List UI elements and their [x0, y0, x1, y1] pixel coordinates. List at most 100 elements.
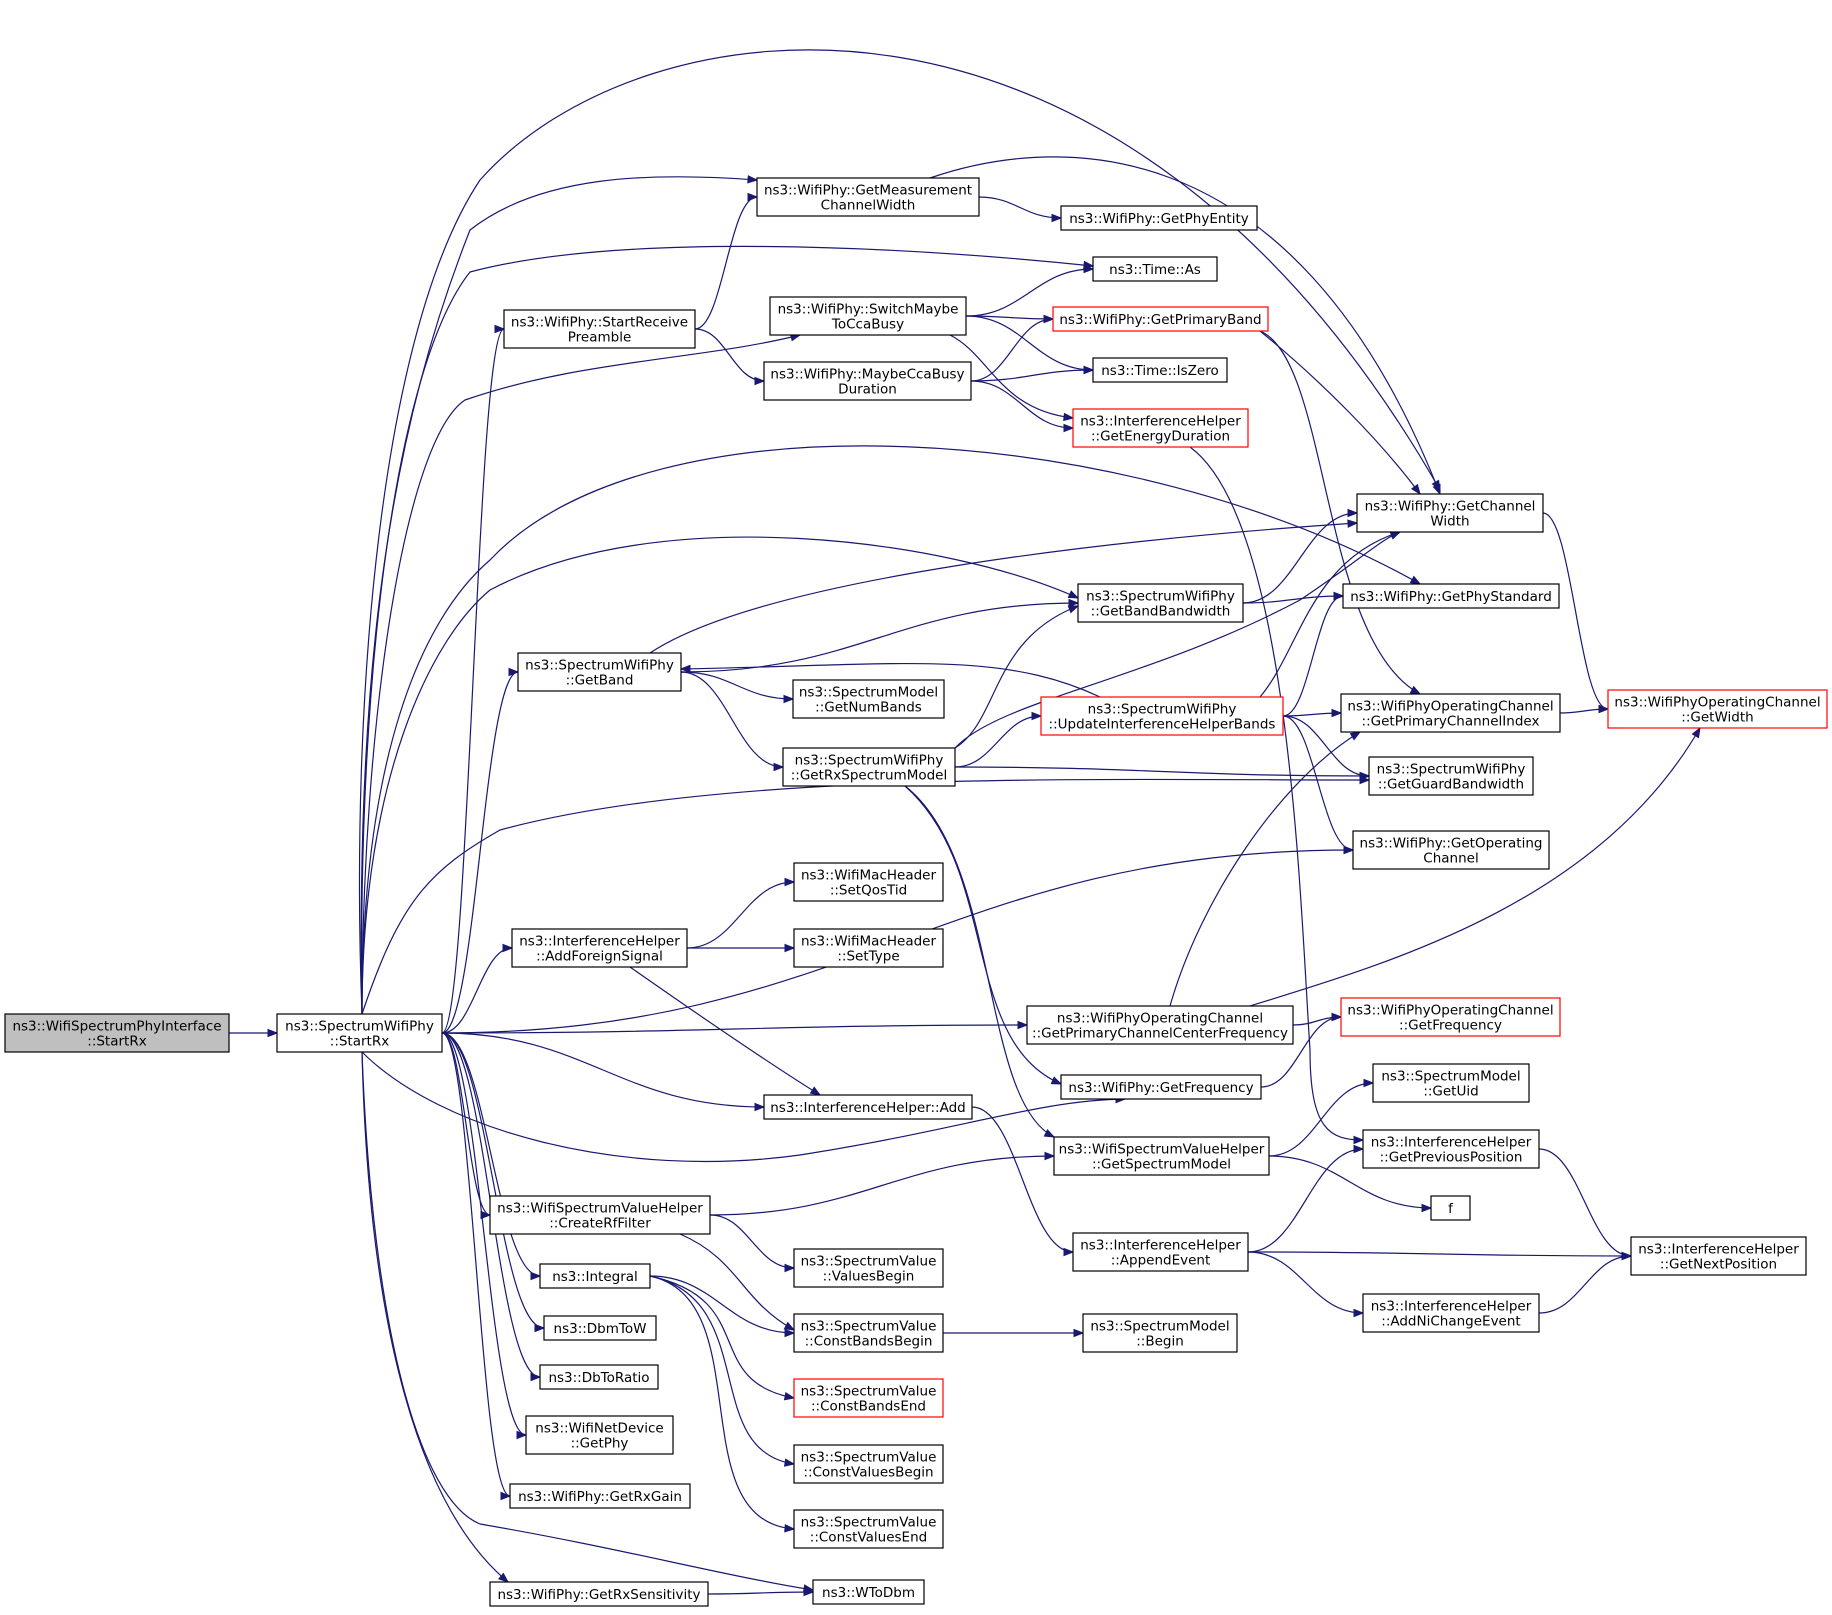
node-swp-getband[interactable]: ns3::SpectrumWifiPhy::GetBand: [517, 652, 682, 692]
node-box: [509, 1483, 691, 1509]
arrowhead: [530, 1372, 542, 1382]
node-box: [763, 1094, 973, 1120]
node-label: ns3::WifiPhyOperatingChannel: [1614, 695, 1820, 711]
node-wp-getphyentity[interactable]: ns3::WifiPhy::GetPhyEntity: [1060, 205, 1258, 231]
node-swp-startrx[interactable]: ns3::SpectrumWifiPhy::StartRx: [276, 1013, 443, 1053]
node-swp-updateinterference[interactable]: ns3::SpectrumWifiPhy::UpdateInterference…: [1040, 696, 1284, 736]
node-sv-constvaluesbegin[interactable]: ns3::SpectrumValue::ConstValuesBegin: [793, 1444, 944, 1484]
node-sm-getuid[interactable]: ns3::SpectrumModel::GetUid: [1372, 1063, 1530, 1103]
edge-swp_updateinterference-to-wp_getchannelwidth: [1259, 530, 1402, 698]
node-box: [503, 309, 696, 349]
arrowhead: [1043, 314, 1055, 324]
node-wsvh-getspectrummodel[interactable]: ns3::WifiSpectrumValueHelper::GetSpectru…: [1053, 1136, 1270, 1176]
node-label: ns3::SpectrumWifiPhy: [285, 1019, 434, 1035]
node-sv-constbandsend[interactable]: ns3::SpectrumValue::ConstBandsEnd: [793, 1378, 944, 1418]
node-ih-getpreviousposition[interactable]: ns3::InterferenceHelper::GetPreviousPosi…: [1362, 1129, 1540, 1169]
node-label: Preamble: [568, 330, 632, 346]
arrowhead: [1031, 711, 1043, 721]
node-label: ::GetPhy: [571, 1436, 629, 1452]
edge-integral-to-sv_constbandsend: [649, 1275, 796, 1401]
node-sv-constbandsbegin[interactable]: ns3::SpectrumValue::ConstBandsBegin: [793, 1313, 944, 1353]
node-label: ns3::WifiPhy::GetRxSensitivity: [497, 1587, 700, 1603]
node-label: ::GetGuardBandwidth: [1378, 777, 1524, 793]
arrowhead: [1068, 598, 1080, 608]
node-label: ns3::SpectrumModel: [1381, 1069, 1520, 1085]
node-integral[interactable]: ns3::Integral: [539, 1263, 651, 1289]
node-swp-getrxspectrummodel[interactable]: ns3::SpectrumWifiPhy::GetRxSpectrumModel: [782, 747, 956, 787]
node-wp-getrxsensitivity[interactable]: ns3::WifiPhy::GetRxSensitivity: [489, 1581, 709, 1607]
node-box: [1352, 830, 1550, 870]
node-ih-addnichangeevent[interactable]: ns3::InterferenceHelper::AddNiChangeEven…: [1362, 1293, 1540, 1333]
node-label: ns3::WifiPhy::GetPrimaryBand: [1059, 312, 1261, 328]
node-ih-appendevent[interactable]: ns3::InterferenceHelper::AppendEvent: [1072, 1232, 1249, 1272]
node-wp-getrxgain[interactable]: ns3::WifiPhy::GetRxGain: [509, 1483, 691, 1509]
node-box: [1082, 1313, 1238, 1353]
node-time-as[interactable]: ns3::Time::As: [1092, 256, 1218, 282]
node-dbtoratio[interactable]: ns3::DbToRatio: [539, 1364, 659, 1390]
node-wnd-getphy[interactable]: ns3::WifiNetDevice::GetPhy: [525, 1415, 674, 1455]
node-label: ::GetFrequency: [1399, 1018, 1502, 1034]
node-wpoc-getprimarychannelindex[interactable]: ns3::WifiPhyOperatingChannel::GetPrimary…: [1340, 693, 1561, 733]
node-wsvh-createrffilter[interactable]: ns3::WifiSpectrumValueHelper::CreateRfFi…: [489, 1195, 711, 1235]
edge-wpoc_getprimarycenterfreq-to-wpoc_getprimarychannelindex: [1169, 731, 1362, 1007]
node-label: ns3::Integral: [552, 1269, 638, 1285]
node-swp-getguardbandwidth[interactable]: ns3::SpectrumWifiPhy::GetGuardBandwidth: [1368, 756, 1534, 796]
arrowhead: [1073, 1328, 1085, 1338]
edge-ih_addforeignsignal-to-wmh_setqostid: [686, 877, 796, 949]
node-box: [525, 1415, 674, 1455]
edge-swp_startrx-to-swp_getband: [441, 667, 520, 1034]
node-sm-getnumbands[interactable]: ns3::SpectrumModel::GetNumBands: [792, 679, 945, 719]
node-ih-add[interactable]: ns3::InterferenceHelper::Add: [763, 1094, 973, 1120]
edge-sv_constbandsbegin-to-sm_begin: [943, 1328, 1085, 1338]
node-ih-getnextposition[interactable]: ns3::InterferenceHelper::GetNextPosition: [1630, 1236, 1807, 1276]
node-label: ::GetEnergyDuration: [1091, 429, 1230, 445]
node-f[interactable]: f: [1430, 1195, 1471, 1221]
node-label: ::GetUid: [1423, 1084, 1478, 1100]
node-ih-getenergyduration[interactable]: ns3::InterferenceHelper::GetEnergyDurati…: [1072, 408, 1249, 448]
node-sv-valuesbegin[interactable]: ns3::SpectrumValue::ValuesBegin: [793, 1248, 944, 1288]
node-label: ns3::WifiPhyOperatingChannel: [1347, 1003, 1553, 1019]
arrowhead: [494, 324, 506, 334]
node-wmh-setqostid[interactable]: ns3::WifiMacHeader::SetQosTid: [793, 862, 944, 902]
node-box: [769, 296, 967, 336]
arrowhead: [1063, 1247, 1075, 1257]
node-wp-getfrequency[interactable]: ns3::WifiPhy::GetFrequency: [1060, 1074, 1262, 1100]
node-label: ns3::WifiSpectrumValueHelper: [497, 1201, 703, 1217]
node-dbmtow[interactable]: ns3::DbmToW: [543, 1315, 657, 1341]
node-sm-begin[interactable]: ns3::SpectrumModel::Begin: [1082, 1313, 1238, 1353]
node-wp-getprimaryband[interactable]: ns3::WifiPhy::GetPrimaryBand: [1052, 306, 1269, 332]
node-box: [1362, 1129, 1540, 1169]
arrowhead: [1598, 704, 1610, 714]
node-box: [1053, 1136, 1270, 1176]
node-swp-getbandbandwidth[interactable]: ns3::SpectrumWifiPhy::GetBandBandwidth: [1077, 583, 1244, 623]
node-label: ns3::WifiPhy::GetOperating: [1360, 836, 1543, 852]
node-time-iszero[interactable]: ns3::Time::IsZero: [1092, 357, 1228, 383]
node-label: ::GetNextPosition: [1660, 1257, 1777, 1273]
node-sv-constvaluesend[interactable]: ns3::SpectrumValue::ConstValuesEnd: [793, 1509, 944, 1549]
node-label: ::GetPrimaryChannelCenterFrequency: [1032, 1026, 1288, 1042]
node-ih-addforeignsignal[interactable]: ns3::InterferenceHelper::AddForeignSigna…: [511, 928, 688, 968]
node-box: [489, 1195, 711, 1235]
node-wsp-interface-startrx[interactable]: ns3::WifiSpectrumPhyInterface::StartRx: [4, 1013, 230, 1053]
node-label: f: [1448, 1201, 1454, 1217]
node-label: ChannelWidth: [821, 198, 916, 214]
node-label: ::GetBandBandwidth: [1091, 604, 1231, 620]
arrowhead: [783, 1321, 796, 1331]
node-box: [1040, 696, 1284, 736]
node-label: ns3::WifiSpectrumPhyInterface: [12, 1019, 221, 1035]
node-label: ns3::WifiPhy::GetFrequency: [1068, 1080, 1253, 1096]
node-wmh-settype[interactable]: ns3::WifiMacHeader::SetType: [793, 928, 944, 968]
node-wtodbm[interactable]: ns3::WToDbm: [812, 1579, 925, 1605]
arrowhead: [1359, 771, 1371, 781]
node-wpoc-getprimarycenterfreq[interactable]: ns3::WifiPhyOperatingChannel::GetPrimary…: [1026, 1005, 1294, 1045]
node-wp-getphystandard[interactable]: ns3::WifiPhy::GetPhyStandard: [1342, 583, 1560, 609]
node-box: [793, 1313, 944, 1353]
node-wpoc-getwidth[interactable]: ns3::WifiPhyOperatingChannel::GetWidth: [1607, 689, 1828, 729]
node-wpoc-getfrequency[interactable]: ns3::WifiPhyOperatingChannel::GetFrequen…: [1340, 997, 1561, 1037]
